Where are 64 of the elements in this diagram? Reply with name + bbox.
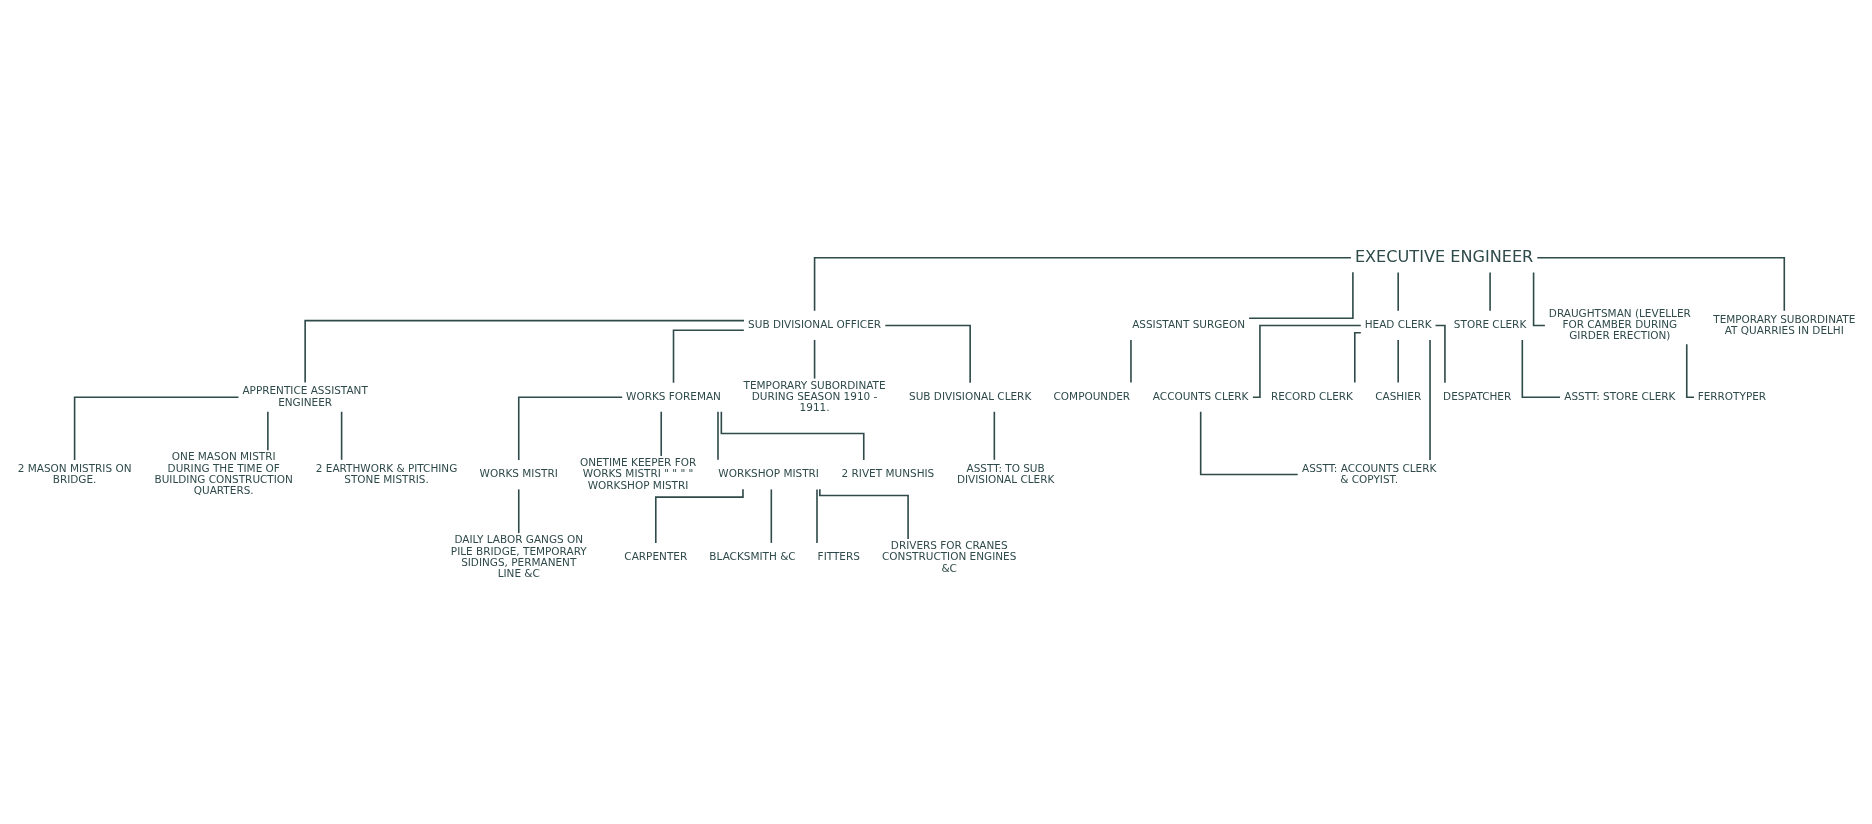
node-text: ONE MASON MISTRI DURING THE TIME OF BUILDING CONSTRUCTION QUARTERS. [154,449,293,496]
node-text: ASSTT: STORE CLERK [1563,389,1675,402]
connector [1247,271,1354,319]
connector [659,410,662,457]
connector [818,487,909,540]
connector [517,395,623,461]
node-text: CASHIER [1374,389,1421,402]
connector [1251,324,1362,398]
node-text: 2 MASON MISTRIS ON BRIDGE. [17,461,131,485]
node-text: RECORD CLERK [1270,389,1353,402]
node-text: HEAD CLERK [1364,317,1432,330]
node-text: FITTERS [817,549,860,562]
connector [1685,343,1695,398]
connector [517,488,520,534]
connector [340,410,342,461]
node-text: 2 RIVET MUNSHIS [841,466,934,479]
connector [1353,331,1362,383]
connector [654,487,744,544]
node-text: DAILY LABOR GANGS ON PILE BRIDGE, TEMPORARY SIDINGS, PERMANENT LINE &C [450,532,587,579]
connector [672,328,745,383]
node-text: COMPOUNDER [1053,389,1130,402]
node-text: DESPATCHER [1442,389,1511,402]
connector [884,324,971,383]
node-text: TEMPORARY SUBORDINATE DURING SEASON 1910 - 1911. [743,378,886,413]
node-text: WORKS FOREMAN [625,389,721,402]
node-text: DRIVERS FOR CRANES CONSTRUCTION ENGINES &C [881,538,1016,574]
connector [1521,338,1561,398]
node-text: ACCOUNTS CLERK [1152,389,1248,402]
connector [716,410,719,461]
connector [266,410,269,451]
node-text: ONETIME KEEPER FOR WORKS MISTRI " " " " WORKSHOP MISTRI [579,455,696,491]
node-text: DRAUGHTSMAN (LEVELLER FOR CAMBER DURING GIRDER ERECTION) [1548,306,1691,341]
node-text: ASSTT: TO SUB DIVISIONAL CLERK [956,461,1054,485]
connector [813,256,1352,312]
connector [813,338,815,379]
connector [1396,338,1399,383]
node-text: WORKSHOP MISTRI [717,466,819,479]
node-text: FERROTYPER [1697,389,1766,402]
node-text: 2 EARTHWORK & PITCHING STONE MISTRIS. [315,461,457,485]
connector [770,488,772,544]
node-text: TEMPORARY SUBORDINATE AT QUARRIES IN DELHI [1712,312,1855,336]
node-text: ASSTT: ACCOUNTS CLERK & COPYIST. [1301,461,1436,485]
node-text: ASSISTANT SURGEON [1131,317,1245,330]
connector [1434,324,1446,383]
node-text: STORE CLERK [1453,317,1526,330]
node-text: WORKS MISTRI [479,466,558,479]
node-text: SUB DIVISIONAL CLERK [908,389,1031,402]
connector [815,488,818,544]
connector [1396,271,1399,312]
connector [303,319,745,383]
connector [1428,338,1431,461]
node-text: SUB DIVISIONAL OFFICER [747,317,881,330]
connector [720,410,865,461]
connector [1129,338,1132,383]
connector [1199,410,1299,475]
connector [73,395,239,461]
connector [993,410,995,461]
node-text: BLACKSMITH &C [708,549,796,562]
connector [1488,271,1491,312]
connector [1536,256,1785,312]
node-text: EXECUTIVE ENGINEER [1354,246,1533,266]
node-text: APPRENTICE ASSISTANT ENGINEER [241,383,368,408]
connector [1532,271,1546,326]
node-text: CARPENTER [623,549,687,562]
